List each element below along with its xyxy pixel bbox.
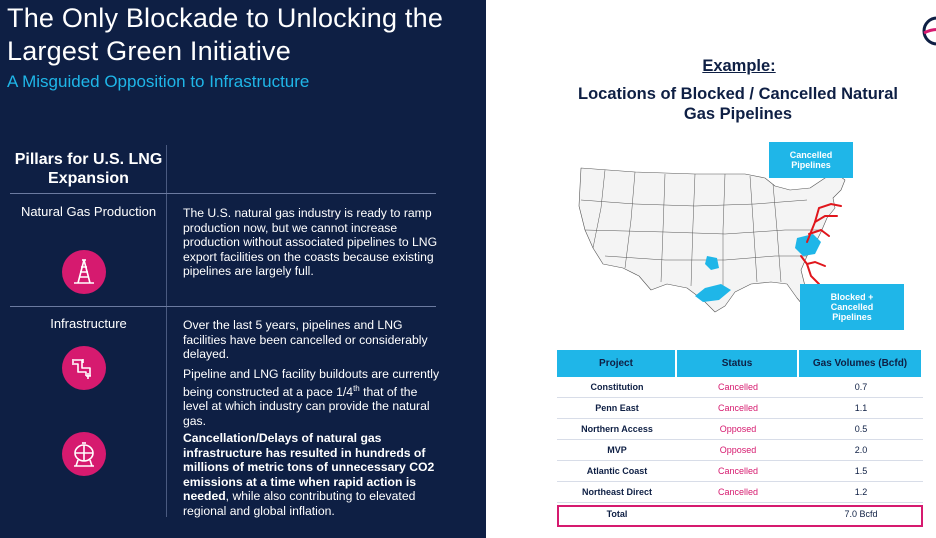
- page-title: The Only Blockade to Unlocking the Large…: [7, 3, 444, 66]
- cell-status: Cancelled: [677, 377, 799, 398]
- cell-volume: 1.1: [799, 398, 923, 419]
- table-row: MVP Opposed 2.0: [557, 440, 923, 461]
- table-total-row: Total 7.0 Bcfd: [557, 503, 923, 524]
- pillar-text-infra-1: Over the last 5 years, pipelines and LNG…: [183, 318, 428, 361]
- pillar-text-infra-3: Cancellation/Delays of natural gas infra…: [183, 431, 435, 518]
- cell-status: Cancelled: [677, 461, 799, 482]
- pillar-text-infra-2: Pipeline and LNG facility buildouts are …: [183, 367, 440, 428]
- table-row: Northern Access Opposed 0.5: [557, 419, 923, 440]
- cell-status: Opposed: [677, 440, 799, 461]
- cell-status: Cancelled: [677, 398, 799, 419]
- cell-volume: 0.5: [799, 419, 923, 440]
- table-header-row: Project Status Gas Volumes (Bcfd): [557, 350, 923, 377]
- pillar-label-production: Natural Gas Production: [20, 204, 157, 219]
- col-header-project: Project: [557, 350, 677, 377]
- pipeline-region: [695, 234, 821, 302]
- column-divider: [166, 145, 167, 517]
- left-panel: The Only Blockade to Unlocking the Large…: [0, 0, 486, 538]
- cell-project: Northeast Direct: [557, 482, 677, 503]
- pillar-label-infrastructure: Infrastructure: [50, 316, 127, 331]
- company-logo: [922, 16, 936, 46]
- cell-status: Opposed: [677, 419, 799, 440]
- cell-project: Northern Access: [557, 419, 677, 440]
- row-divider: [10, 193, 436, 194]
- example-label: Example:: [702, 57, 776, 75]
- cell-project: Atlantic Coast: [557, 461, 677, 482]
- col-header-status: Status: [677, 350, 799, 377]
- pipeline-table: Project Status Gas Volumes (Bcfd) Consti…: [557, 350, 923, 524]
- cell-project: Penn East: [557, 398, 677, 419]
- example-title: Locations of Blocked / Cancelled Natural…: [578, 85, 898, 123]
- cell-volume: 1.2: [799, 482, 923, 503]
- callout-cancelled: Cancelled Pipelines: [769, 142, 853, 178]
- pipeline-routes: [800, 202, 842, 285]
- pipeline-icon: [62, 346, 106, 390]
- pillars-header: Pillars for U.S. LNG Expansion: [14, 151, 163, 187]
- table-row: Northeast Direct Cancelled 1.2: [557, 482, 923, 503]
- col-header-volume: Gas Volumes (Bcfd): [799, 350, 923, 377]
- table-row: Penn East Cancelled 1.1: [557, 398, 923, 419]
- total-highlight-box: [557, 505, 923, 527]
- pillar-text-production: The U.S. natural gas industry is ready t…: [183, 206, 438, 278]
- table-row: Constitution Cancelled 0.7: [557, 377, 923, 398]
- cell-status: Cancelled: [677, 482, 799, 503]
- row-divider: [10, 306, 436, 307]
- callout-blocked-cancelled: Blocked + Cancelled Pipelines: [800, 284, 904, 330]
- cell-volume: 1.5: [799, 461, 923, 482]
- table-row: Atlantic Coast Cancelled 1.5: [557, 461, 923, 482]
- cell-project: MVP: [557, 440, 677, 461]
- us-map: [578, 167, 846, 313]
- total-label: Total: [606, 508, 628, 519]
- cell-volume: 2.0: [799, 440, 923, 461]
- cell-project: Constitution: [557, 377, 677, 398]
- page-subtitle: A Misguided Opposition to Infrastructure: [7, 72, 310, 91]
- oil-rig-icon: [62, 250, 106, 294]
- lng-tank-icon: [62, 432, 106, 476]
- total-value: 7.0 Bcfd: [844, 508, 878, 519]
- cell-volume: 0.7: [799, 377, 923, 398]
